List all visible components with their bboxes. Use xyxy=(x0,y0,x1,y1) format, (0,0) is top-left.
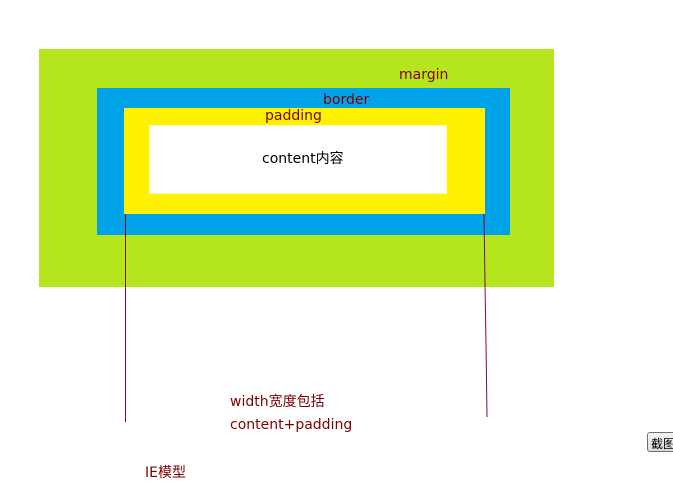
content-box xyxy=(149,125,447,194)
left-width-line xyxy=(125,214,126,422)
margin-label: margin xyxy=(399,67,449,83)
screenshot-button[interactable]: 截图 xyxy=(647,432,673,452)
model-label: IE模型 xyxy=(145,465,186,481)
right-width-line xyxy=(483,214,488,418)
border-label: border xyxy=(323,92,370,108)
content-label: content内容 xyxy=(262,151,344,167)
width-description-line1: width宽度包括 xyxy=(230,394,325,410)
width-description-line2: content+padding xyxy=(230,417,353,433)
padding-label: padding xyxy=(265,108,322,124)
